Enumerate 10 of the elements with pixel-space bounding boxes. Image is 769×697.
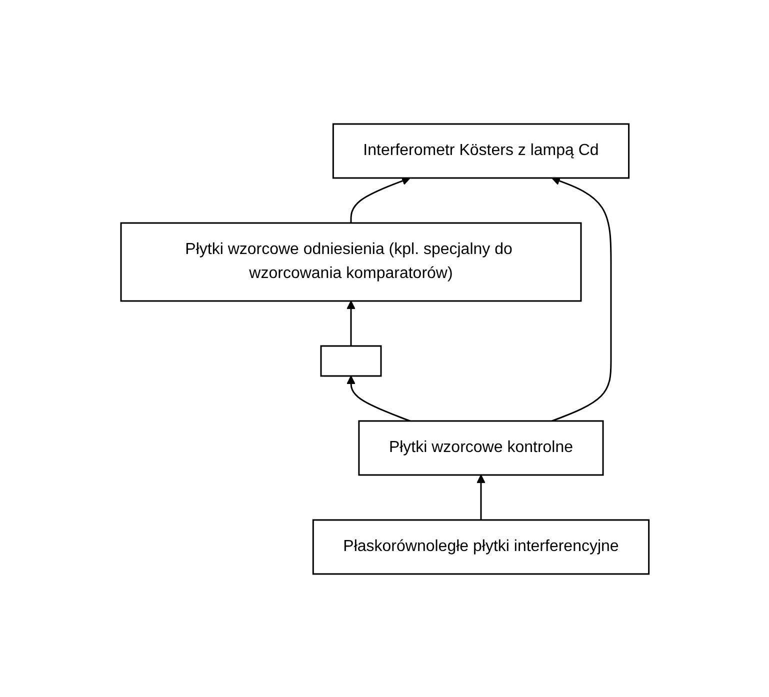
node-box: Interferometr Kösters z lampą Cd	[332, 122, 630, 178]
node-box	[320, 344, 382, 376]
node-box: Płytki wzorcowe odniesienia (kpl. specjalny do wzorcowania komparatorów)	[120, 222, 582, 302]
arrow	[551, 176, 612, 422]
arrow	[350, 176, 410, 222]
arrow	[476, 474, 485, 520]
node-box: Płaskorównoległe płytki interferencyjne	[312, 518, 650, 574]
arrow	[346, 300, 355, 346]
arrow	[346, 375, 410, 422]
node-box: Płytki wzorcowe kontrolne	[358, 420, 604, 476]
